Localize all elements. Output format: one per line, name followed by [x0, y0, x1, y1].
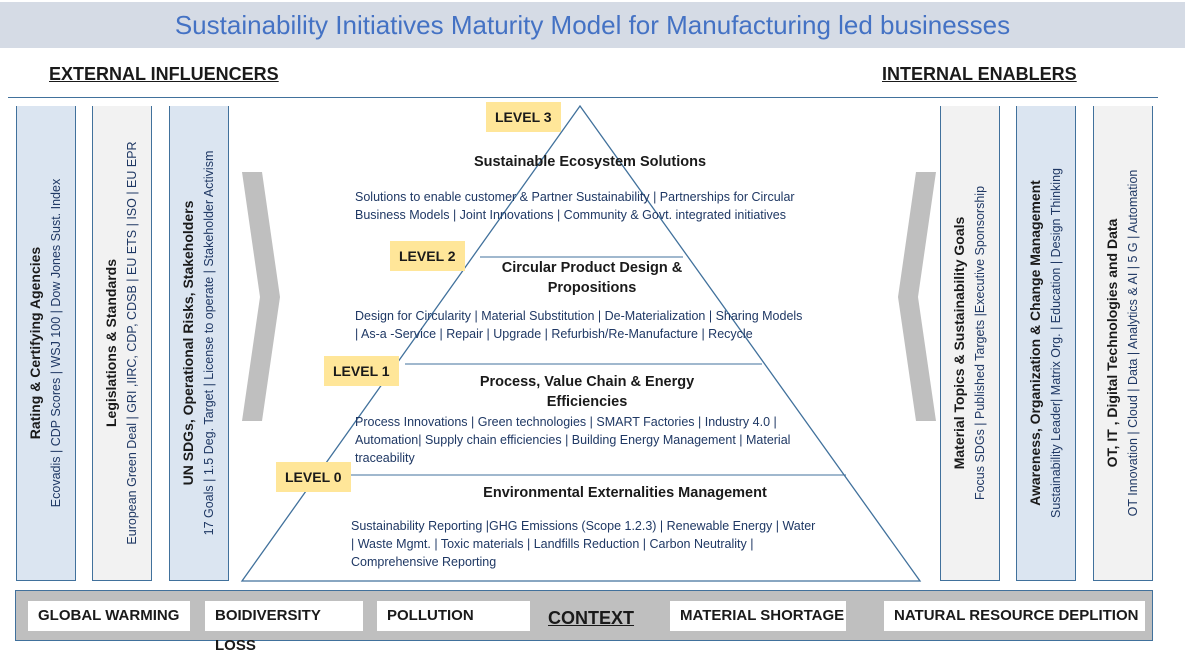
level-1-description: Process Innovations | Green technologies… [355, 413, 790, 467]
title-bar: Sustainability Initiatives Maturity Mode… [0, 2, 1185, 48]
context-item-pollution: POLLUTION [377, 601, 530, 631]
title-line: Circular Product Design & [501, 260, 683, 276]
description-line: Business Models | Joint Innovations | Co… [355, 208, 786, 222]
title-line: Efficiencies [546, 394, 628, 410]
level-0-tag: LEVEL 0 [276, 462, 351, 492]
internal-enablers-heading: INTERNAL ENABLERS [882, 64, 1077, 84]
context-label: CONTEXT [548, 608, 635, 628]
level-3-tag: LEVEL 3 [486, 102, 561, 132]
description-line: Process Innovations | Green technologies… [355, 415, 777, 429]
level-1-tag: LEVEL 1 [324, 356, 399, 386]
context-item-material-shortage: MATERIAL SHORTAGE [670, 601, 846, 631]
pyramid-outline [240, 104, 922, 582]
external-column-rating: Rating & Certifying Agencies Ecovadis | … [16, 106, 76, 581]
internal-column-technology: OT, IT , Digital Technologies and Data O… [1093, 106, 1153, 581]
level-2-tag: LEVEL 2 [390, 241, 465, 271]
internal-column-goals: Material Topics & Sustainability Goals F… [940, 106, 1000, 581]
context-item-natural-resource-depletion: NATURAL RESOURCE DEPLITION [884, 601, 1145, 631]
level-2-description: Design for Circularity | Material Substi… [355, 307, 802, 343]
divider-line [8, 97, 1158, 98]
title-line: Process, Value Chain & Energy [479, 374, 695, 390]
level-3-description: Solutions to enable customer & Partner S… [355, 188, 795, 224]
external-column-legislation: Legislations & Standards European Green … [92, 106, 152, 581]
description-line: Solutions to enable customer & Partner S… [355, 190, 795, 204]
context-item-global-warming: GLOBAL WARMING [28, 601, 190, 631]
level-1-title: Process, Value Chain & Energy Efficienci… [462, 372, 712, 412]
level-3-title: Sustainable Ecosystem Solutions [473, 154, 707, 170]
external-column-sdgs: UN SDGs, Operational Risks, Stakeholders… [169, 106, 229, 581]
description-line: Automation| Supply chain efficiencies | … [355, 433, 791, 447]
description-line: traceability [355, 451, 415, 465]
level-0-title: Environmental Externalities Management [483, 485, 767, 501]
level-2-title: Circular Product Design & Propositions [482, 258, 702, 298]
page-title: Sustainability Initiatives Maturity Mode… [174, 9, 1011, 40]
description-line: | As-a -Service | Repair | Upgrade | Ref… [355, 327, 753, 341]
description-line: Comprehensive Reporting [351, 555, 497, 569]
description-line: Sustainability Reporting |GHG Emissions … [351, 519, 816, 533]
description-line: Design for Circularity | Material Substi… [355, 309, 803, 323]
description-line: | Waste Mgmt. | Toxic materials | Landfi… [351, 537, 754, 551]
right-chevron-icon [242, 172, 280, 421]
context-item-biodiversity-loss: BOIDIVERSITY LOSS [205, 601, 363, 653]
internal-column-awareness: Awareness, Organization & Change Managem… [1016, 106, 1076, 581]
external-influencers-heading: EXTERNAL INFLUENCERS [49, 64, 279, 84]
title-line: Propositions [547, 280, 637, 296]
level-0-description: Sustainability Reporting |GHG Emissions … [351, 517, 815, 571]
context-bar: GLOBAL WARMING BOIDIVERSITY LOSS POLLUTI… [15, 590, 1153, 653]
left-chevron-icon [898, 172, 936, 421]
